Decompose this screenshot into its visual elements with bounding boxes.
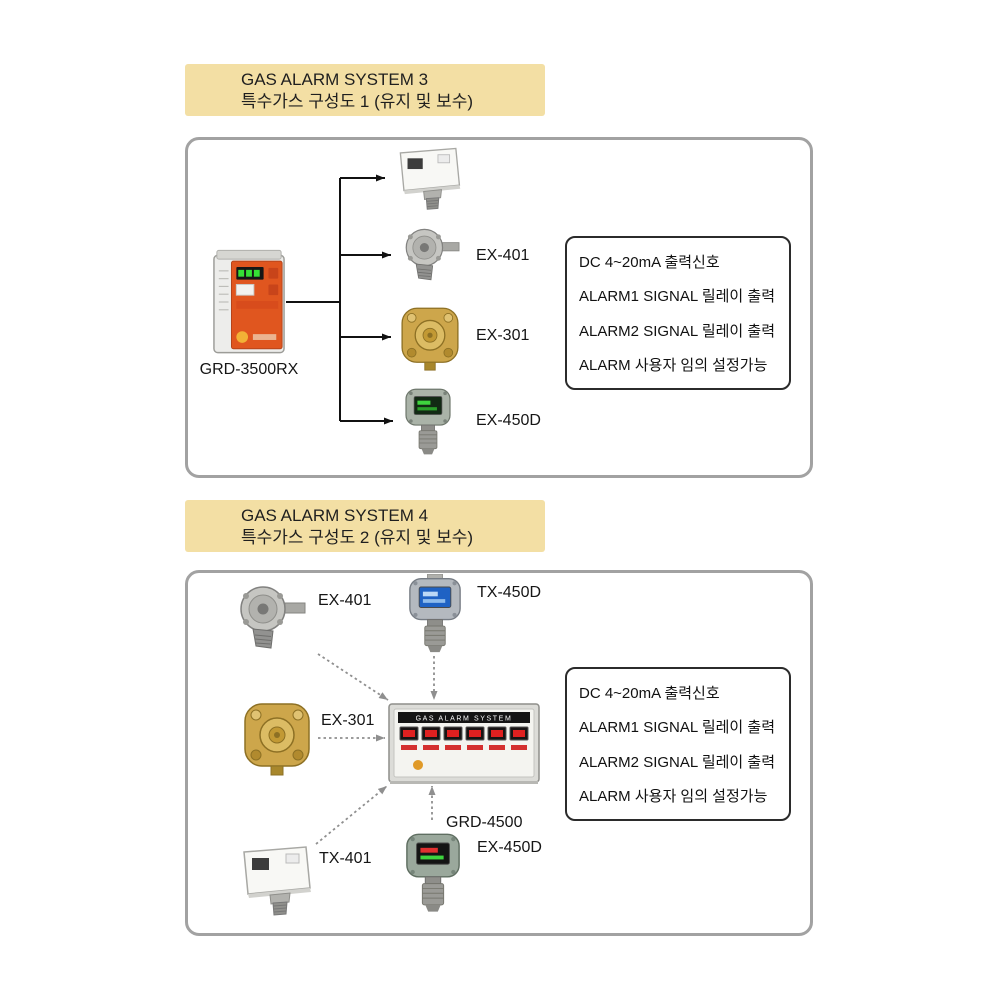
section2-subtitle: 특수가스 구성도 2 (유지 및 보수) (241, 528, 474, 547)
spec-line: ALARM2 SIGNAL 릴레이 출력 (579, 753, 775, 771)
section1-spec-box: DC 4~20mA 출력신호 ALARM1 SIGNAL 릴레이 출력 ALAR… (565, 236, 791, 390)
spec-line: DC 4~20mA 출력신호 (579, 685, 720, 703)
grd-4500-label: GRD-4500 (446, 814, 523, 831)
ex-401-label-s1: EX-401 (476, 247, 530, 264)
tx-401-transmitter-icon (236, 840, 316, 920)
tx-401-label: TX-401 (319, 850, 372, 867)
ex-301-label-s1: EX-301 (476, 327, 530, 344)
ex-401-sensor-icon (398, 222, 464, 288)
ex-401-label-s2: EX-401 (318, 592, 372, 609)
ex-450d-sensor-icon (404, 824, 462, 920)
panel-display-title: GAS ALARM SYSTEM (416, 716, 513, 723)
ex-301-sensor-icon (398, 303, 462, 371)
spec-line: ALARM 사용자 임의 설정가능 (579, 787, 768, 805)
ex-450d-label-s2: EX-450D (477, 839, 542, 856)
ex-450d-label-s1: EX-450D (476, 412, 541, 429)
grd-3500rx-controller-icon (212, 246, 286, 358)
ex-301-sensor-icon (241, 698, 313, 776)
ex-401-sensor-icon (228, 582, 314, 654)
section2-title: GAS ALARM SYSTEM 4 (241, 506, 429, 525)
section1-connection-lines (286, 174, 393, 425)
spec-line: ALARM1 SIGNAL 릴레이 출력 (579, 719, 775, 737)
section2-spec-box: DC 4~20mA 출력신호 ALARM1 SIGNAL 릴레이 출력 ALAR… (565, 667, 791, 821)
tx-450d-label: TX-450D (477, 584, 542, 601)
spec-line: ALARM2 SIGNAL 릴레이 출력 (579, 322, 775, 340)
white-transmitter-icon (392, 144, 466, 212)
section1-subtitle: 특수가스 구성도 1 (유지 및 보수) (241, 92, 474, 111)
tx-450d-sensor-icon (406, 574, 464, 654)
spec-line: ALARM 사용자 임의 설정가능 (579, 356, 768, 374)
spec-line: DC 4~20mA 출력신호 (579, 254, 720, 272)
section1-header: GAS ALARM SYSTEM 3 특수가스 구성도 1 (유지 및 보수) (185, 64, 545, 116)
ex-450d-sensor-icon (400, 386, 456, 456)
grd-3500rx-label: GRD-3500RX (199, 361, 299, 378)
section2-header: GAS ALARM SYSTEM 4 특수가스 구성도 2 (유지 및 보수) (185, 500, 545, 552)
ex-301-label-s2: EX-301 (321, 712, 375, 729)
section2-connection-lines (315, 653, 438, 845)
spec-line: ALARM1 SIGNAL 릴레이 출력 (579, 288, 775, 306)
grd-4500-panel-icon: GAS ALARM SYSTEM (388, 699, 540, 787)
section1-title: GAS ALARM SYSTEM 3 (241, 70, 429, 89)
